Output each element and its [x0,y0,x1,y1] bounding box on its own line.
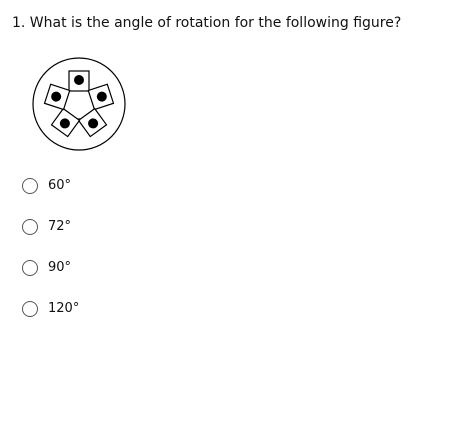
square-4 [50,107,81,138]
rotation-figure [30,56,128,154]
square-1 [68,70,90,92]
radio-button[interactable] [22,178,38,194]
square-3 [77,107,108,138]
square-2 [87,83,115,111]
radio-button[interactable] [22,219,38,235]
option-120[interactable]: 120° [22,299,79,319]
radio-button[interactable] [22,301,38,317]
option-label: 90° [48,260,72,275]
rotational-symmetry-diagram [32,57,126,151]
question-text: 1. What is the angle of rotation for the… [12,15,402,31]
option-label: 120° [48,301,80,316]
option-label: 60° [48,178,72,193]
option-60[interactable]: 60° [22,176,79,196]
option-72[interactable]: 72° [22,217,79,237]
answer-options: 60° 72° 90° 120° [22,176,79,340]
square-5 [43,83,71,111]
radio-button[interactable] [22,260,38,276]
outer-circle [32,57,126,151]
option-label: 72° [48,219,72,234]
option-90[interactable]: 90° [22,258,79,278]
